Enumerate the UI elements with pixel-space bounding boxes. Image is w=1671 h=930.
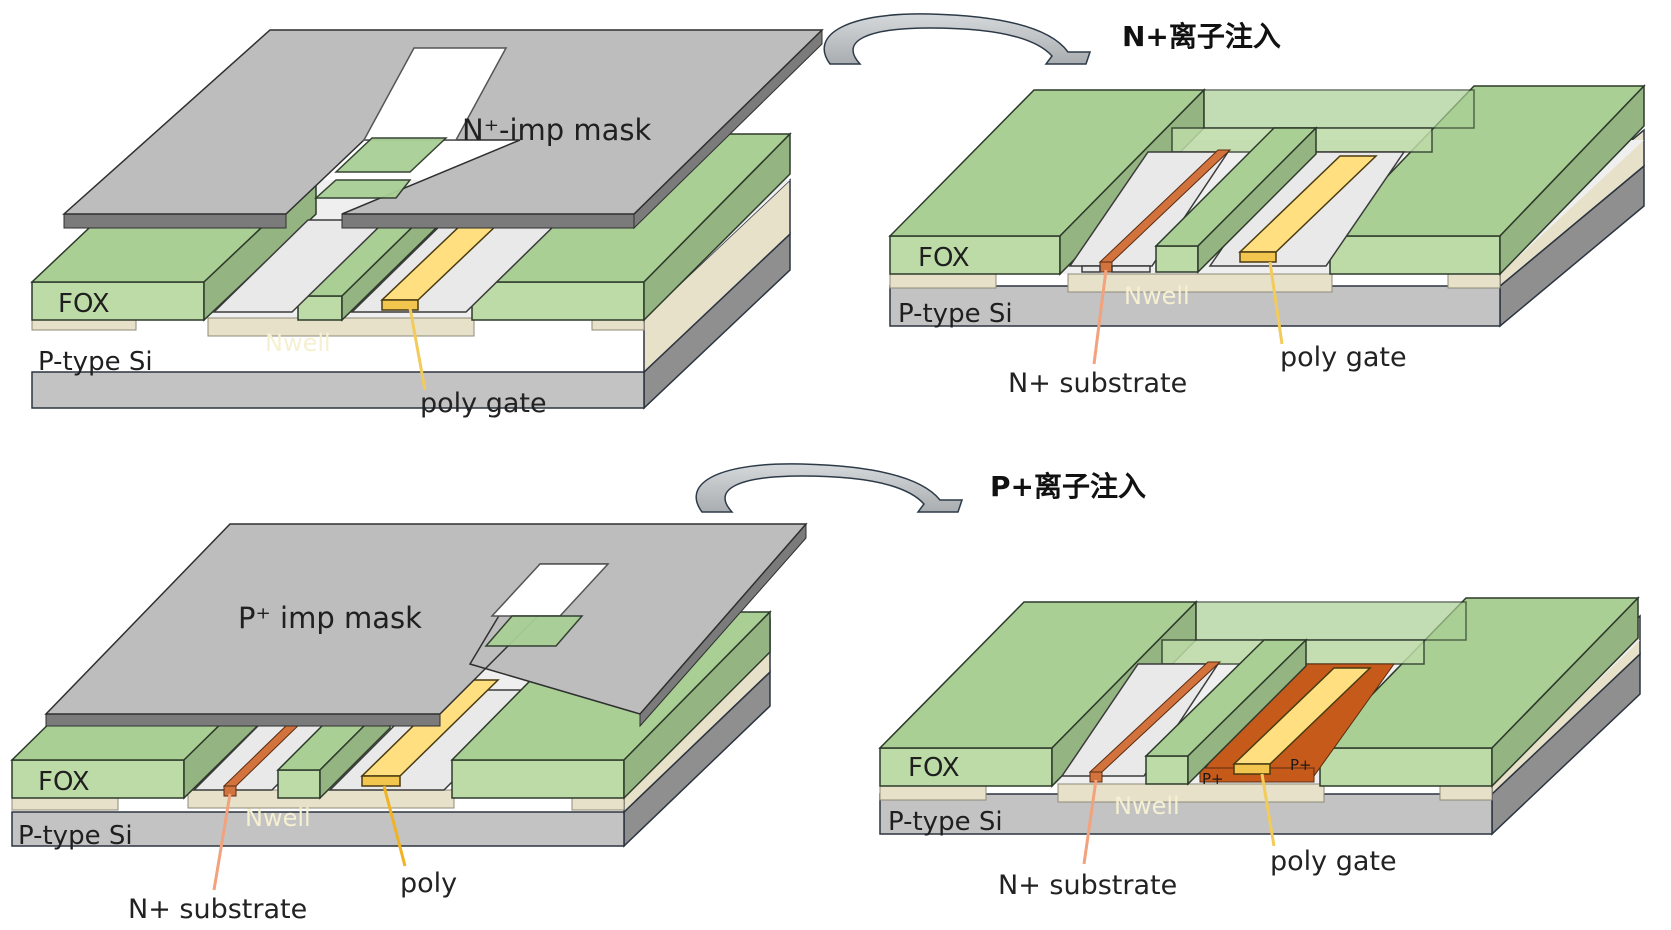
mask-opening xyxy=(362,47,508,141)
mask-label: P⁺ imp mask xyxy=(238,601,422,635)
substrate-label: P-type Si xyxy=(18,821,133,851)
poly-label: poly xyxy=(400,868,457,899)
nwell-label: Nwell xyxy=(1124,282,1190,310)
p-plus-label-right: P+ xyxy=(1290,756,1312,774)
mask-label: N⁺-imp mask xyxy=(462,113,652,147)
n-substrate-leader xyxy=(1082,779,1098,865)
step-label-n: N+离子注入 xyxy=(1122,20,1281,53)
n-substrate-label: N+ substrate xyxy=(128,894,307,925)
n-substrate-label: N+ substrate xyxy=(998,870,1177,901)
curved-arrow-icon xyxy=(695,463,964,513)
nwell-label: Nwell xyxy=(245,804,311,832)
fox-center xyxy=(1154,126,1318,274)
poly-gate xyxy=(1238,155,1378,263)
n-substrate-label: N+ substrate xyxy=(1008,368,1187,399)
n-implant-mask[interactable] xyxy=(62,28,824,230)
substrate-label: P-type Si xyxy=(898,299,1013,329)
fox-label: FOX xyxy=(908,753,960,783)
n-substrate-leader xyxy=(212,793,232,891)
fox-label: FOX xyxy=(38,767,90,797)
substrate-label: P-type Si xyxy=(888,807,1003,837)
panel-after-p-implant: P+ P+ FOX Nwell P-type Si N+ substrate p… xyxy=(878,596,1641,901)
poly-gate-label: poly gate xyxy=(420,388,547,419)
poly-gate-leader xyxy=(1260,773,1276,847)
substrate-label: P-type Si xyxy=(38,347,153,377)
nwell-label: Nwell xyxy=(1114,792,1180,820)
n-substrate-leader xyxy=(1092,269,1108,365)
poly-gate xyxy=(1232,667,1372,775)
fox-right xyxy=(1328,84,1646,276)
fox-right xyxy=(1318,596,1640,788)
step-arrow-n xyxy=(823,13,1092,65)
nwell-label: Nwell xyxy=(265,329,331,357)
p-implant-mask[interactable] xyxy=(44,522,808,728)
panel-n-implant-mask: N⁺-imp mask FOX Nwell P-type Si poly gat… xyxy=(30,28,824,419)
panel-p-implant-mask: P⁺ imp mask FOX Nwell P-type Si N+ subst… xyxy=(10,522,808,925)
fox-label: FOX xyxy=(918,243,970,273)
poly-gate-label: poly gate xyxy=(1280,342,1407,373)
poly-gate-leader xyxy=(1268,261,1284,345)
fox-center xyxy=(1144,638,1308,786)
curved-arrow-icon xyxy=(823,13,1092,65)
fox-label: FOX xyxy=(58,289,110,319)
step-arrow-p xyxy=(695,463,964,513)
panel-after-n-implant: FOX Nwell P-type Si N+ substrate poly ga… xyxy=(888,84,1646,399)
p-plus-label-left: P+ xyxy=(1202,770,1224,788)
poly-leader xyxy=(382,785,407,867)
poly-gate-label: poly gate xyxy=(1270,846,1397,877)
poly-gate-leader xyxy=(408,307,427,391)
step-label-p: P+离子注入 xyxy=(990,470,1146,503)
